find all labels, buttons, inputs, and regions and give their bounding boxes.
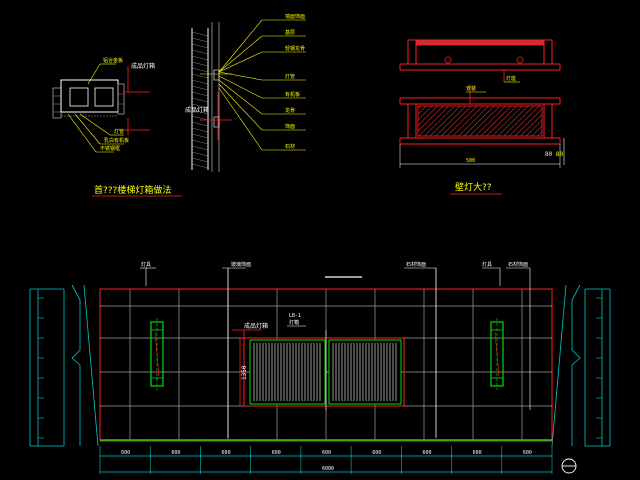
bottom-dim-label: 600 <box>422 450 431 456</box>
wall-light-right <box>490 318 504 390</box>
bottom-dim-label: 600 <box>121 450 130 456</box>
bottom-dim-label: 600 <box>372 450 381 456</box>
total-dim: 6000 <box>322 466 334 472</box>
elevation-label-2: 玻璃饰面 <box>231 261 251 268</box>
detail-3-dim-right: 80 80 <box>545 151 563 158</box>
wall-light-left <box>150 318 164 390</box>
detail-2-callout-3: 轻钢龙骨 <box>285 45 305 52</box>
panel-code-top: LB-1 <box>289 313 301 319</box>
detail-2-callout-8: 石材 <box>285 143 295 150</box>
detail-1-label-side: 成品灯箱 <box>131 62 155 70</box>
bottom-dim-label: 600 <box>272 450 281 456</box>
bottom-dimension-chain: 600 600 600 600 600 600 600 600 600 6000 <box>99 446 553 474</box>
detail-3-label-top: 灯座 <box>506 75 516 82</box>
elevation-label-1: 灯具 <box>141 261 151 268</box>
detail-1-label-c: 不锈钢框 <box>100 145 120 152</box>
bottom-dim-label: 600 <box>171 450 180 456</box>
elevation-label-3: 石材饰面 <box>406 261 426 268</box>
main-elevation: 灯具 玻璃饰面 石材饰面 灯具 石材饰面 <box>29 261 611 474</box>
detail-2-callout-7: 饰面 <box>285 123 295 130</box>
bottom-dim-label: 600 <box>322 450 331 456</box>
left-side-section <box>29 284 99 447</box>
detail-2-callout-4: 灯管 <box>285 73 295 80</box>
bottom-dim-label: 600 <box>523 450 532 456</box>
bottom-dim-label: 600 <box>222 450 231 456</box>
detail-1-title: 首???楼梯灯箱做法 <box>94 184 171 196</box>
detail-3-label-mid: 安装 <box>466 85 476 92</box>
detail-3-wall-light: 灯座 安装 500 80 80 壁灯大?? <box>399 39 565 195</box>
detail-2-side-label: 成品灯箱 <box>185 106 209 114</box>
elevation-label-5: 石材饰面 <box>508 261 528 268</box>
detail-1-label-b: 乳白有机板 <box>104 137 129 144</box>
detail-2-callout-2: 基层 <box>285 29 295 36</box>
elevation-label-4: 灯具 <box>482 261 492 268</box>
detail-1-label-a: 灯管 <box>114 128 124 135</box>
detail-2-callout-6: 龙骨 <box>285 107 295 114</box>
detail-2-callout-1: 墙面饰面 <box>285 13 305 20</box>
panel-code-bottom: 灯箱 <box>289 319 299 326</box>
detail-3-dim-bottom: 500 <box>466 158 475 164</box>
panel-label: 成品灯箱 <box>244 322 268 330</box>
bottom-dim-label: 600 <box>473 450 482 456</box>
light-box-panel: 成品灯箱 LB-1 灯箱 1350 <box>232 313 405 410</box>
detail-2-callout-5: 有机板 <box>285 91 300 98</box>
detail-1-light-box-section: 铝合金板 成品灯箱 灯管 乳白有机板 不锈钢框 首???楼梯灯箱做法 <box>52 57 182 197</box>
detail-1-label-top: 铝合金板 <box>103 57 123 64</box>
right-side-section <box>551 284 611 447</box>
panel-height-dim: 1350 <box>241 365 248 380</box>
detail-3-title: 壁灯大?? <box>455 181 492 193</box>
